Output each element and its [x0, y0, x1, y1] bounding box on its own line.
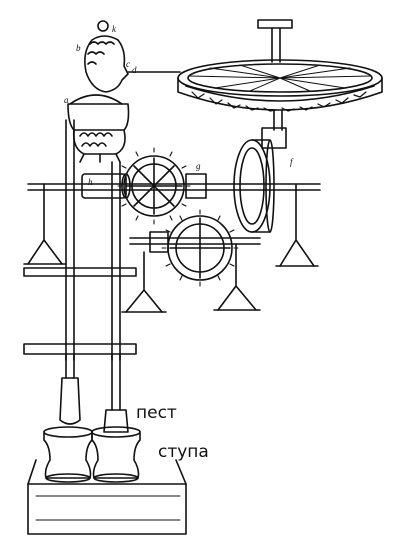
- spur-gear-1: [117, 147, 191, 225]
- label-g: g: [196, 161, 201, 171]
- label-d: d: [132, 65, 137, 75]
- base-block: [27, 459, 187, 535]
- right-trestles: [121, 183, 319, 313]
- spur-gear-2: [129, 209, 261, 287]
- pinion-g: [185, 173, 207, 199]
- caption-mortar: ступа: [158, 442, 209, 462]
- left-frame: [23, 119, 137, 361]
- label-c: c: [126, 59, 130, 69]
- spur-gear-3: [233, 127, 287, 233]
- label-b: b: [76, 43, 81, 53]
- caption-pestle: пест: [136, 403, 177, 423]
- pestles: [59, 353, 129, 433]
- label-h: h: [88, 177, 93, 187]
- label-k: k: [112, 24, 116, 34]
- label-a: a: [64, 95, 69, 105]
- label-f: f: [290, 157, 293, 167]
- mortars: [43, 426, 141, 483]
- crown-wheel: [177, 19, 383, 131]
- statue-head: [67, 20, 181, 163]
